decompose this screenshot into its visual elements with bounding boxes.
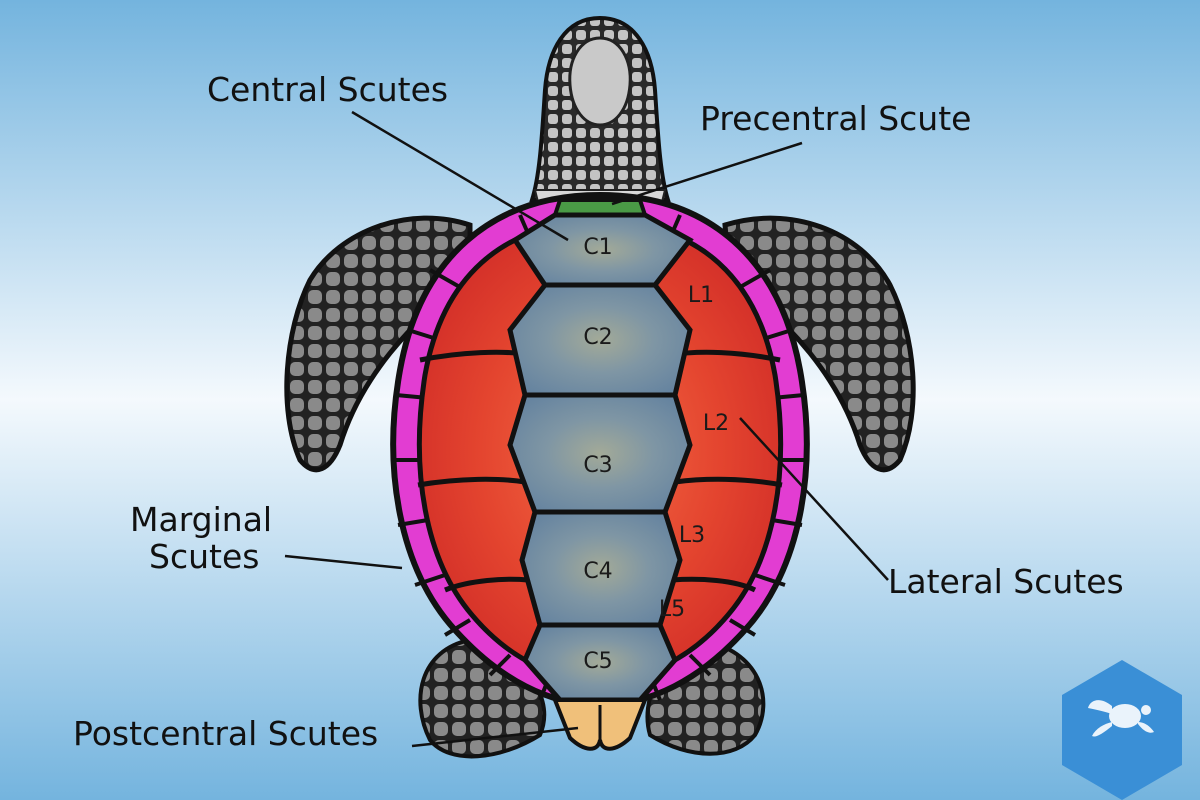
central-leader bbox=[351, 110, 569, 242]
lateral-scutes-label: Lateral Scutes bbox=[888, 562, 1124, 601]
marginal-leader bbox=[284, 554, 403, 570]
central-scutes bbox=[507, 212, 694, 703]
precentral-scute-label: Precentral Scute bbox=[700, 99, 972, 138]
scute-code-c2: C2 bbox=[583, 325, 612, 350]
front-left-flipper bbox=[284, 215, 473, 473]
central-scutes-label: Central Scutes bbox=[207, 70, 449, 109]
precentral-leader bbox=[611, 141, 803, 206]
front-right-flipper bbox=[722, 215, 916, 473]
head-top-shield bbox=[568, 36, 632, 127]
postcentral-leader bbox=[411, 726, 579, 748]
scute-code-c1: C1 bbox=[583, 235, 612, 260]
scute-code-l3: L3 bbox=[679, 523, 705, 548]
scute-code-l5: L5 bbox=[659, 597, 685, 622]
scute-code-l1: L1 bbox=[688, 283, 714, 308]
scute-code-c5: C5 bbox=[583, 649, 612, 674]
scute-code-c3: C3 bbox=[583, 453, 612, 478]
scute-code-l2: L2 bbox=[703, 411, 729, 436]
postcentral-scutes-label: Postcentral Scutes bbox=[73, 714, 379, 753]
sea-turtle-icon bbox=[1088, 700, 1154, 737]
scute-code-c4: C4 bbox=[583, 559, 612, 584]
lateral-leader bbox=[739, 417, 889, 581]
marginal-scutes-label-line1: Marginal bbox=[130, 500, 273, 539]
leader-lines bbox=[284, 110, 889, 748]
marginal-scutes-label-line2: Scutes bbox=[149, 537, 260, 576]
logo-badge bbox=[1062, 660, 1182, 800]
